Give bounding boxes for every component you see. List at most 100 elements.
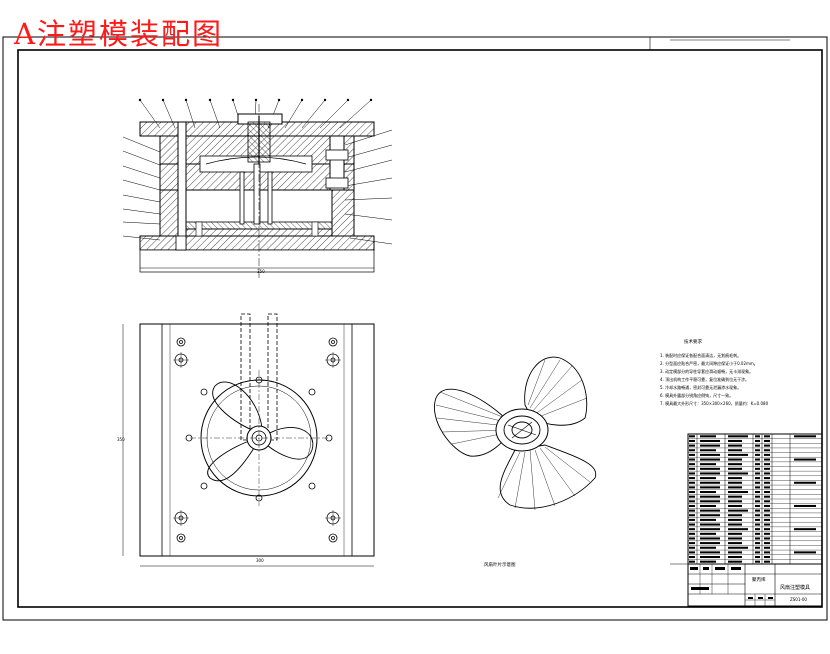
parts-list-cell-mark <box>689 537 695 540</box>
parts-list-cell-mark <box>689 477 695 480</box>
parts-list-cell-mark <box>689 546 695 549</box>
parts-list-cell-mark <box>700 444 720 447</box>
parts-list-cell-mark <box>728 453 748 456</box>
parts-list-cell-mark <box>755 500 760 503</box>
parts-list-cell-mark <box>689 453 695 456</box>
title-block-material: 聚丙烯 <box>752 576 766 583</box>
parts-list-cell-mark <box>764 467 770 470</box>
parts-list-cell-mark <box>764 518 770 521</box>
parts-list-cell-mark <box>755 495 760 498</box>
parts-list-cell-mark <box>689 518 695 521</box>
parts-list-cell-mark <box>728 500 742 503</box>
parts-list-cell-mark <box>728 542 742 545</box>
parts-list-cell-mark <box>764 509 770 512</box>
parts-list-cell-mark <box>700 453 720 456</box>
parts-list-cell-mark <box>728 444 742 447</box>
parts-list-cell-mark <box>764 532 770 535</box>
tech-requirement-item: 2. 分型面应贴合严密，最大间隙应保证小于0.02mm。 <box>660 360 758 366</box>
parts-list-cell-mark <box>764 542 770 545</box>
parts-list-cell-mark <box>764 495 770 498</box>
parts-list-cell-mark <box>794 504 816 507</box>
parts-list-cell-mark <box>764 528 770 531</box>
title-block-drawing-name: 风扇注塑模具 <box>780 584 810 591</box>
parts-list-cell-mark <box>700 546 716 549</box>
parts-list-cell-mark <box>700 439 720 442</box>
parts-list-cell-mark <box>764 537 770 540</box>
parts-list-cell-mark <box>764 463 770 466</box>
parts-list-cell-mark <box>728 514 742 517</box>
parts-list-cell-mark <box>689 532 695 535</box>
parts-list-cell-mark <box>700 449 716 452</box>
parts-list-cell-mark <box>689 560 695 563</box>
parts-list-cell-mark <box>689 481 695 484</box>
parts-list-cell-mark <box>689 463 695 466</box>
parts-list-cell-mark <box>700 523 720 526</box>
parts-list-cell-mark <box>689 449 695 452</box>
parts-list-cell-mark <box>728 435 748 438</box>
parts-list-cell-mark <box>700 477 716 480</box>
tech-requirement-item: 7. 模具最大外形尺寸：350×300×260，质量约：K=0.080 <box>660 400 769 406</box>
fan-product-view <box>434 356 597 511</box>
parts-list-cell-mark <box>700 467 720 470</box>
parts-list-cell-mark <box>728 528 748 531</box>
parts-list-cell-mark <box>728 472 748 475</box>
parts-list-cell-mark <box>728 491 748 494</box>
parts-list-cell-mark <box>764 481 770 484</box>
tech-requirement-item: 5. 冷却水路畅通，密封可靠无泄漏渗水现象。 <box>660 384 741 390</box>
parts-list-cell-mark <box>700 542 720 545</box>
parts-list-cell-mark <box>755 509 760 512</box>
parts-list-cell-mark <box>728 537 742 540</box>
parts-list-cell-mark <box>755 439 760 442</box>
parts-list-cell-mark <box>728 439 742 442</box>
outer-frame <box>2 36 828 621</box>
parts-list-cell-mark <box>689 472 695 475</box>
parts-list-cell-mark <box>764 453 770 456</box>
tech-requirement-item: 6. 模具外露部分锐角应倒钝，尺寸一致。 <box>660 392 733 398</box>
plan-view: 350 300 <box>117 313 375 567</box>
product-view-caption: 风扇叶片示意图 <box>484 561 516 568</box>
tech-requirements: 技术要求 1. 装配时应保证各配合面清洁，无划痕毛刺。 2. 分型面应贴合严密，… <box>660 338 769 406</box>
parts-list-cell-mark <box>794 458 816 461</box>
parts-list-cell-mark <box>700 551 720 554</box>
parts-list-cell-mark <box>689 556 695 559</box>
parts-list-cell-mark <box>755 504 760 507</box>
parts-list-cell-mark <box>794 528 816 531</box>
parts-list-cell-mark <box>728 458 742 461</box>
parts-list-cell-mark <box>700 518 716 521</box>
parts-list-cell-mark <box>755 523 760 526</box>
parts-list-cell-mark <box>764 435 770 438</box>
parts-list-cell-mark <box>764 514 770 517</box>
parts-list-cell-mark <box>755 463 760 466</box>
parts-list-cell-mark <box>700 435 716 438</box>
plan-bottom-dim-label: 300 <box>256 558 264 563</box>
parts-list-cell-mark <box>764 556 770 559</box>
parts-list-cell-mark <box>728 518 742 521</box>
parts-list-cell-mark <box>764 444 770 447</box>
parts-list-cell-mark <box>700 481 720 484</box>
parts-list-cell-mark <box>689 523 695 526</box>
parts-list-cell-mark <box>700 472 720 475</box>
title-block <box>687 563 823 607</box>
parts-list-cell-mark <box>755 467 760 470</box>
parts-list-cell-mark <box>764 486 770 489</box>
parts-list-cell-mark <box>764 523 770 526</box>
parts-list-cell-mark <box>764 472 770 475</box>
parts-list-cell-mark <box>700 486 720 489</box>
parts-list-cell-mark <box>689 500 695 503</box>
parts-list-cell-mark <box>755 435 760 438</box>
parts-list-cell-mark <box>764 500 770 503</box>
parts-list-cell-mark <box>755 514 760 517</box>
parts-list-cell-mark <box>755 486 760 489</box>
parts-list-cell-mark <box>689 542 695 545</box>
parts-list-cell-mark <box>728 486 742 489</box>
parts-list-cell-mark <box>728 504 742 507</box>
parts-list-cell-mark <box>689 495 695 498</box>
parts-list-cell-mark <box>728 481 742 484</box>
parts-list-cell-mark <box>728 551 742 554</box>
parts-list-cell-mark <box>755 532 760 535</box>
parts-list-cell-mark <box>689 486 695 489</box>
overall-dim-label: 350 <box>257 269 265 274</box>
parts-list-cell-mark <box>689 439 695 442</box>
parts-list-cell-mark <box>700 556 720 559</box>
